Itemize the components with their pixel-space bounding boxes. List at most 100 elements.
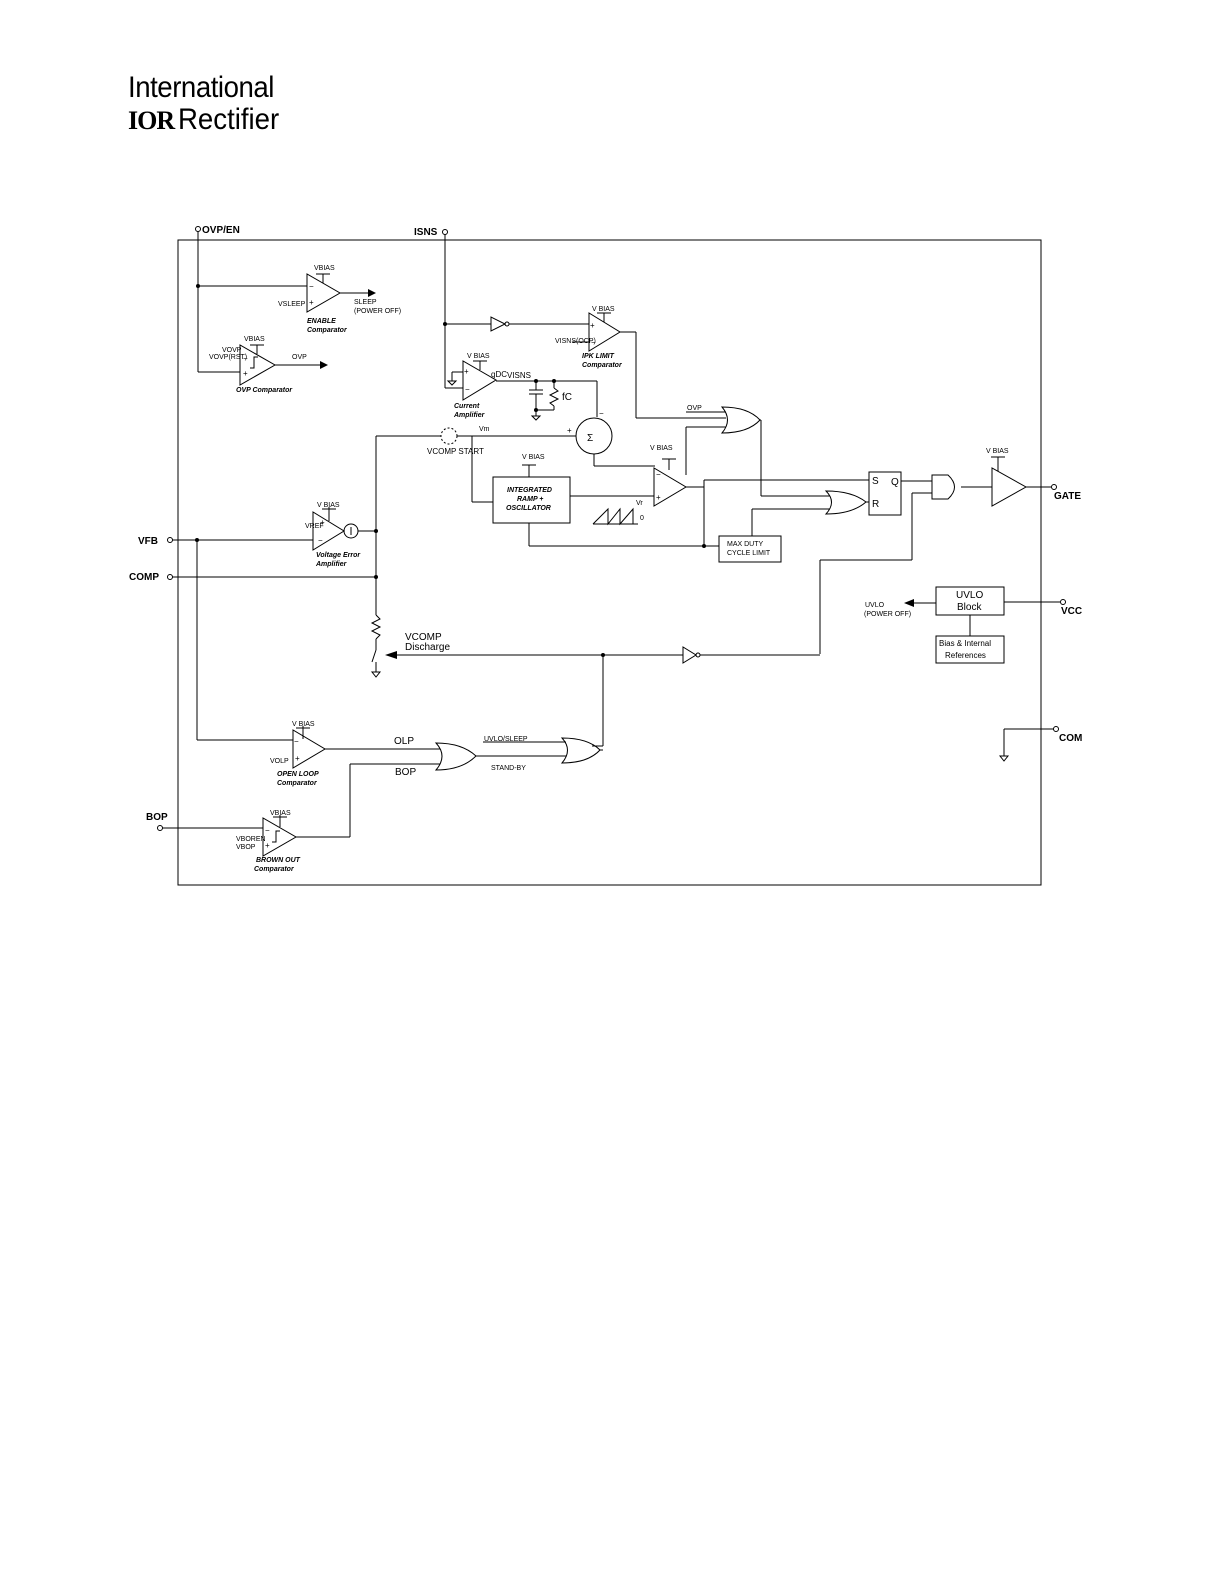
svg-text:−: − <box>243 354 248 363</box>
svg-text:UVLO: UVLO <box>865 602 885 609</box>
svg-text:INTEGRATED: INTEGRATED <box>507 487 552 494</box>
ramp-waveform <box>592 507 634 526</box>
svg-text:RAMP +: RAMP + <box>517 496 543 503</box>
enable-comparator-symbol <box>306 273 342 313</box>
pwm-section: V BIAS − + V BIAS INTEGRATED RAMP + OSCI… <box>492 445 1081 654</box>
svg-text:(POWER OFF): (POWER OFF) <box>864 611 911 618</box>
svg-text:(POWER OFF): (POWER OFF) <box>354 308 401 315</box>
pin-ovp-en-label: OVP/EN <box>202 225 240 236</box>
svg-text:VBIAS: VBIAS <box>244 336 265 343</box>
svg-text:+: + <box>295 754 300 763</box>
svg-text:Current: Current <box>454 403 480 410</box>
logo-line-rectifier: Rectifier <box>178 103 280 136</box>
isns-section: ISNS V BIAS + − VISNS(OCP) IPK LIMIT Com… <box>414 227 726 421</box>
svg-text:Comparator: Comparator <box>254 866 295 873</box>
svg-text:fC: fC <box>562 392 572 403</box>
svg-text:UVLO/SLEEP: UVLO/SLEEP <box>484 736 528 743</box>
svg-text:VBOREN: VBOREN <box>236 836 266 843</box>
svg-text:BROWN OUT: BROWN OUT <box>256 857 301 864</box>
svg-text:OVP: OVP <box>292 354 307 361</box>
svg-text:SLEEP: SLEEP <box>354 299 377 306</box>
svg-text:−: − <box>294 737 299 746</box>
error-amp-section: VFB V BIAS + − VREF Voltage Error Amplif… <box>129 436 820 747</box>
summing-junction <box>575 417 613 455</box>
pin-isns-label: ISNS <box>414 227 438 238</box>
pin-comp-label: COMP <box>129 572 159 583</box>
gate-driver-symbol <box>991 467 1028 507</box>
svg-text:ENABLE: ENABLE <box>307 318 336 325</box>
svg-text:STAND-BY: STAND-BY <box>491 765 526 772</box>
svg-text:+: + <box>656 493 661 502</box>
pin-gate-label: GATE <box>1054 491 1081 502</box>
svg-text:VBOP: VBOP <box>236 844 256 851</box>
svg-text:OVP: OVP <box>687 405 702 412</box>
logo-ior-mark: IOR <box>128 106 175 135</box>
svg-text:VISNS(OCP): VISNS(OCP) <box>555 338 596 345</box>
svg-text:+: + <box>464 367 469 376</box>
svg-text:Σ: Σ <box>587 433 593 444</box>
svg-text:UVLO: UVLO <box>956 590 983 601</box>
svg-text:V BIAS: V BIAS <box>467 353 490 360</box>
svg-text:CYCLE LIMIT: CYCLE LIMIT <box>727 550 771 557</box>
svg-text:−: − <box>318 536 323 545</box>
svg-text:VCOMP START: VCOMP START <box>427 447 484 456</box>
svg-text:+: + <box>265 841 270 850</box>
inverter-isns <box>490 316 507 332</box>
svg-text:Discharge: Discharge <box>405 642 450 653</box>
svg-text:V BIAS: V BIAS <box>317 502 340 509</box>
ic-boundary <box>177 239 1042 886</box>
svg-text:Vm: Vm <box>479 426 490 433</box>
max-duty-cycle-limit-block <box>718 535 782 563</box>
or-gate-reset <box>824 490 867 515</box>
svg-text:VSLEEP: VSLEEP <box>278 301 306 308</box>
svg-text:R: R <box>872 499 879 510</box>
svg-text:IPK LIMIT: IPK LIMIT <box>582 353 615 360</box>
current-amplifier-symbol <box>462 360 497 401</box>
svg-text:S: S <box>872 476 879 487</box>
sr-flipflop <box>868 471 902 516</box>
svg-text:VBIAS: VBIAS <box>314 265 335 272</box>
pin-com-label: COM <box>1059 733 1082 744</box>
svg-text:0: 0 <box>640 515 644 522</box>
svg-text:Vr: Vr <box>636 500 643 507</box>
svg-text:VCOMP: VCOMP <box>405 632 442 643</box>
svg-text:VOVP(RST): VOVP(RST) <box>209 354 247 361</box>
voltage-error-amplifier-symbol <box>312 511 345 551</box>
svg-text:OPEN LOOP: OPEN LOOP <box>277 771 319 778</box>
svg-text:+: + <box>243 369 248 378</box>
svg-text:Comparator: Comparator <box>307 327 348 334</box>
summing-section: Σ − + VCOMP START Vm OVP <box>376 405 830 503</box>
svg-text:OSCILLATOR: OSCILLATOR <box>506 505 551 512</box>
inverter-discharge <box>682 646 697 664</box>
svg-text:−: − <box>656 470 661 479</box>
pin-vfb-label: VFB <box>138 536 158 547</box>
svg-text:BOP: BOP <box>395 767 416 778</box>
vcomp-start-current-source <box>440 427 458 445</box>
svg-text:Amplifier: Amplifier <box>315 561 348 568</box>
integrated-ramp-oscillator <box>492 476 571 524</box>
and-gate-output <box>931 474 955 500</box>
svg-text:Amplifier: Amplifier <box>453 412 486 419</box>
svg-text:−: − <box>265 826 270 835</box>
pin-bop-label: BOP <box>146 812 168 823</box>
svg-text:MAX DUTY: MAX DUTY <box>727 541 764 548</box>
svg-text:VBIAS: VBIAS <box>270 810 291 817</box>
svg-text:V BIAS: V BIAS <box>292 721 315 728</box>
svg-text:References: References <box>945 651 986 660</box>
ovp-en-section: OVP/EN VBIAS − + VSLEEP SLEEP (POWER OFF… <box>195 225 401 394</box>
svg-text:OVP Comparator: OVP Comparator <box>236 387 293 394</box>
svg-text:+: + <box>590 321 595 330</box>
svg-text:VREF: VREF <box>305 523 324 530</box>
open-loop-comparator-symbol <box>292 729 326 769</box>
svg-text:V BIAS: V BIAS <box>986 448 1009 455</box>
uvlo-section: UVLO Block VCC UVLO (POWER OFF) Bias & I… <box>864 586 1082 762</box>
svg-text:VISNS: VISNS <box>507 371 531 380</box>
svg-text:+: + <box>567 426 572 435</box>
protection-section: V BIAS − + VOLP OPEN LOOP Comparator OLP… <box>146 721 603 873</box>
or-gate-pwm <box>720 406 761 434</box>
svg-text:OLP: OLP <box>394 736 414 747</box>
svg-text:gDC: gDC <box>491 370 507 379</box>
svg-text:V BIAS: V BIAS <box>522 454 545 461</box>
svg-text:Comparator: Comparator <box>582 362 623 369</box>
